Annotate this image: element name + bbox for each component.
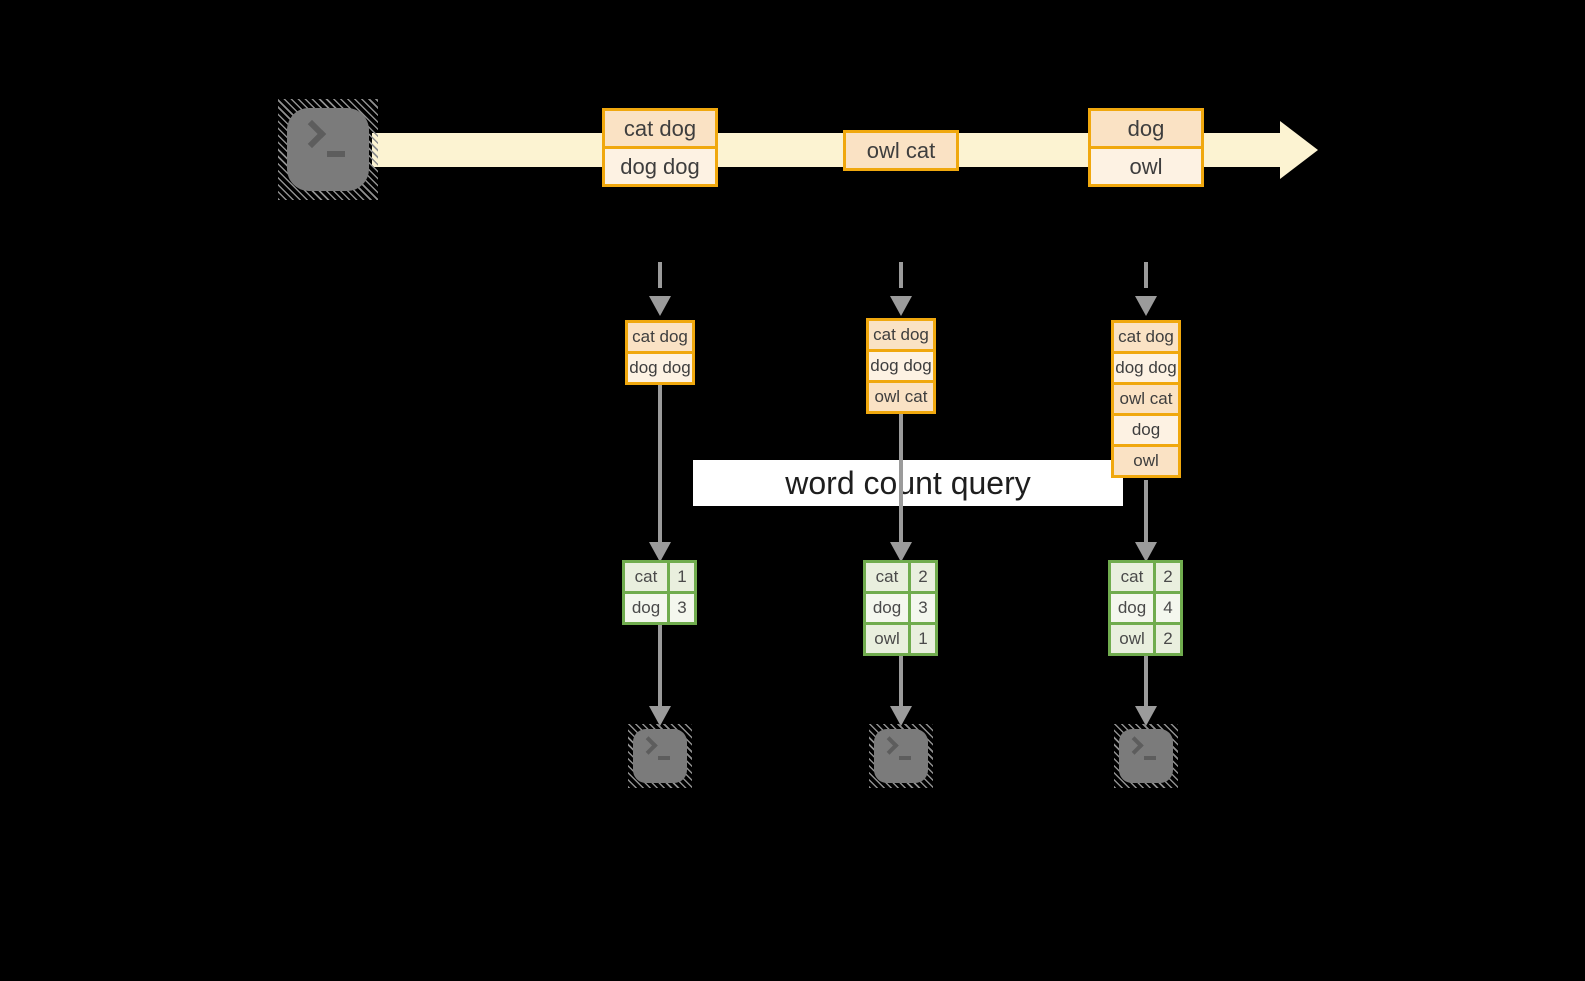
table-cell-count: 1 (911, 625, 935, 653)
stream-timeline-arrowhead-icon (1280, 121, 1318, 179)
state-stack-2: cat dog dog dog owl cat (866, 318, 936, 414)
word-count-table-2: cat 2 dog 3 owl 1 (863, 560, 938, 656)
terminal-cursor-icon (1144, 756, 1156, 760)
state-message: dog dog (628, 354, 692, 382)
stream-batch-2: owl cat (843, 130, 959, 171)
arrow-counts-to-sink-1 (658, 625, 662, 708)
arrowhead-icon (890, 542, 912, 562)
terminal-screen (287, 108, 369, 191)
arrowhead-icon (1135, 542, 1157, 562)
terminal-cursor-icon (658, 756, 670, 760)
arrow-state-to-counts-3 (1144, 480, 1148, 545)
terminal-screen (1119, 729, 1173, 783)
arrowhead-icon (890, 296, 912, 316)
arrow-stream-to-state-2 (899, 262, 903, 298)
terminal-prompt-chevron-icon (880, 736, 899, 755)
sink-terminal-icon-2 (869, 724, 933, 788)
table-cell-word: cat (1111, 563, 1153, 591)
arrow-counts-to-sink-3 (1144, 656, 1148, 708)
arrow-state-to-counts-2 (899, 414, 903, 545)
sink-terminal-icon-1 (628, 724, 692, 788)
table-cell-word: dog (625, 594, 667, 622)
stream-message: dog dog (605, 149, 715, 184)
arrowhead-icon (649, 296, 671, 316)
table-cell-word: dog (866, 594, 908, 622)
state-message: dog dog (869, 352, 933, 380)
sink-terminal-icon-3 (1114, 724, 1178, 788)
arrowhead-icon (1135, 706, 1157, 726)
state-message: owl cat (1114, 385, 1178, 413)
state-message: cat dog (869, 321, 933, 349)
arrowhead-icon (649, 542, 671, 562)
arrow-stream-to-state-1 (658, 262, 662, 298)
state-message: cat dog (628, 323, 692, 351)
arrow-state-to-counts-1 (658, 385, 662, 545)
arrowhead-icon (649, 706, 671, 726)
arrowhead-icon (890, 706, 912, 726)
table-cell-count: 3 (911, 594, 935, 622)
table-cell-count: 2 (911, 563, 935, 591)
arrow-stream-to-state-3 (1144, 262, 1148, 298)
terminal-cursor-icon (899, 756, 911, 760)
stream-message: dog (1091, 111, 1201, 146)
query-label: word count query (693, 460, 1123, 506)
arrow-counts-to-sink-2 (899, 656, 903, 708)
word-count-table-3: cat 2 dog 4 owl 2 (1108, 560, 1183, 656)
stream-batch-1: cat dog dog dog (602, 108, 718, 187)
terminal-screen (633, 729, 687, 783)
state-message: dog dog (1114, 354, 1178, 382)
terminal-prompt-chevron-icon (297, 119, 327, 149)
state-stack-3: cat dog dog dog owl cat dog owl (1111, 320, 1181, 478)
table-cell-word: cat (625, 563, 667, 591)
table-cell-word: cat (866, 563, 908, 591)
table-cell-count: 1 (670, 563, 694, 591)
state-message: owl cat (869, 383, 933, 411)
stream-batch-3: dog owl (1088, 108, 1204, 187)
table-cell-count: 3 (670, 594, 694, 622)
terminal-prompt-chevron-icon (1125, 736, 1144, 755)
table-cell-word: owl (866, 625, 908, 653)
table-cell-count: 4 (1156, 594, 1180, 622)
word-count-table-1: cat 1 dog 3 (622, 560, 697, 625)
table-cell-word: dog (1111, 594, 1153, 622)
stream-message: owl cat (846, 133, 956, 168)
stream-message: cat dog (605, 111, 715, 146)
table-cell-word: owl (1111, 625, 1153, 653)
state-stack-1: cat dog dog dog (625, 320, 695, 385)
table-cell-count: 2 (1156, 625, 1180, 653)
state-message: dog (1114, 416, 1178, 444)
table-cell-count: 2 (1156, 563, 1180, 591)
state-message: cat dog (1114, 323, 1178, 351)
arrowhead-icon (1135, 296, 1157, 316)
source-terminal-icon (278, 99, 378, 200)
terminal-screen (874, 729, 928, 783)
terminal-cursor-icon (327, 151, 345, 157)
terminal-prompt-chevron-icon (639, 736, 658, 755)
state-message: owl (1114, 447, 1178, 475)
stream-message: owl (1091, 149, 1201, 184)
